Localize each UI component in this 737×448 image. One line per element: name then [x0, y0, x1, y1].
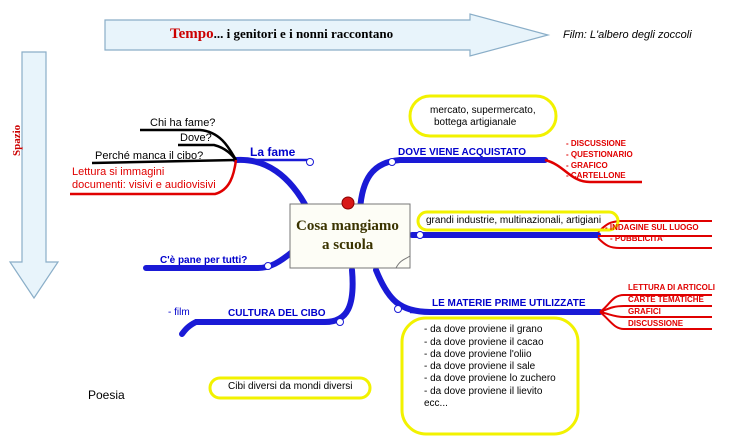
reading-line2: documenti: visivi e audiovisivi — [72, 179, 216, 191]
center-title-line2: a scuola — [322, 237, 374, 253]
activity-carte-tematiche: CARTE TEMATICHE — [628, 295, 704, 304]
note-curl — [395, 255, 411, 269]
line-dove-red — [544, 158, 642, 184]
materie-list-item: - da dove proviene il cacao — [424, 337, 544, 348]
line-materie-red — [599, 294, 712, 330]
branch-la-fame — [233, 156, 311, 213]
highlight-bubble-industrie — [416, 210, 620, 232]
bubble-industrie: grandi industrie, multinazionali, artigi… — [426, 215, 602, 226]
question-dove: Dove? — [180, 132, 212, 144]
tempo-word: Tempo — [170, 26, 214, 42]
branch-pane — [143, 249, 295, 271]
tempo-rest: ... i genitori e i nonni raccontano — [213, 26, 394, 41]
node-dot — [306, 158, 314, 166]
poesia-label: Poesia — [88, 388, 125, 402]
line-dove — [178, 143, 237, 161]
materie-list-item: - da dove proviene il grano — [424, 324, 543, 335]
question-perche: Perché manca il cibo? — [95, 150, 204, 162]
node-dot — [336, 318, 344, 326]
activity-grafici: GRAFICI — [628, 307, 661, 316]
branch-dove-acquistato — [357, 157, 548, 213]
highlight-bubble-materie — [400, 316, 580, 436]
materie-list-item: - da dove proviene il lievito — [424, 386, 543, 397]
activity-questionario: - QUESTIONARIO — [566, 150, 633, 159]
film-note: Film: L'albero degli zoccoli — [563, 29, 692, 41]
node-dot — [264, 262, 272, 270]
cultura-film: - film — [168, 307, 190, 318]
activity-pubblicita: - PUBBLICITA' — [610, 234, 665, 243]
cibi-bubble-text: Cibi diversi da mondi diversi — [228, 381, 353, 392]
bubble-mercato-line1: mercato, supermercato, — [430, 105, 536, 116]
bubble-mercato-line2: bottega artigianale — [434, 117, 517, 128]
materie-list-item: - da dove proviene lo zuchero — [424, 373, 556, 384]
highlight-bubble-cibi — [208, 376, 372, 400]
line-perche — [91, 158, 237, 165]
node-dot — [388, 158, 396, 166]
activity-discussione-materie: DISCUSSIONE — [628, 319, 684, 328]
reading-line1: Lettura si immagini — [72, 166, 165, 178]
activity-lettura-articoli: LETTURA DI ARTICOLI — [628, 283, 715, 292]
branch-label-pane: C'è pane per tutti? — [160, 255, 248, 266]
header-title: Tempo... i genitori e i nonni raccontano — [170, 27, 393, 42]
center-note — [289, 203, 411, 269]
pin-icon — [341, 196, 355, 210]
question-chi-ha-fame: Chi ha fame? — [150, 117, 216, 129]
activity-indagine: - INDAGINE SUL LUOGO — [605, 223, 699, 232]
materie-list-item: ecc... — [424, 398, 448, 409]
line-lettura — [70, 159, 238, 196]
activity-cartellone: - CARTELLONE — [566, 171, 626, 180]
space-arrow — [8, 51, 60, 300]
branch-cultura — [179, 267, 356, 337]
node-dot — [416, 231, 424, 239]
materie-list-item: - da dove proviene il sale — [424, 361, 536, 372]
activity-grafico: - GRAFICO — [566, 161, 608, 170]
node-dot — [394, 305, 402, 313]
highlight-bubble-mercato — [408, 94, 558, 138]
branch-label-dove-acquistato: DOVE VIENE ACQUISTATO — [398, 147, 526, 158]
materie-list-item: - da dove proviene l'oliio — [424, 349, 532, 360]
branch-label-la-fame: La fame — [250, 145, 296, 159]
branch-label-materie: LE MATERIE PRIME UTILIZZATE — [432, 298, 586, 309]
time-arrow — [104, 13, 551, 57]
center-title-line1: Cosa mangiamo — [296, 218, 399, 234]
branch-label-cultura: CULTURA DEL CIBO — [228, 308, 326, 319]
spazio-label: Spazio — [11, 124, 23, 156]
activity-discussione: - DISCUSSIONE — [566, 139, 627, 148]
